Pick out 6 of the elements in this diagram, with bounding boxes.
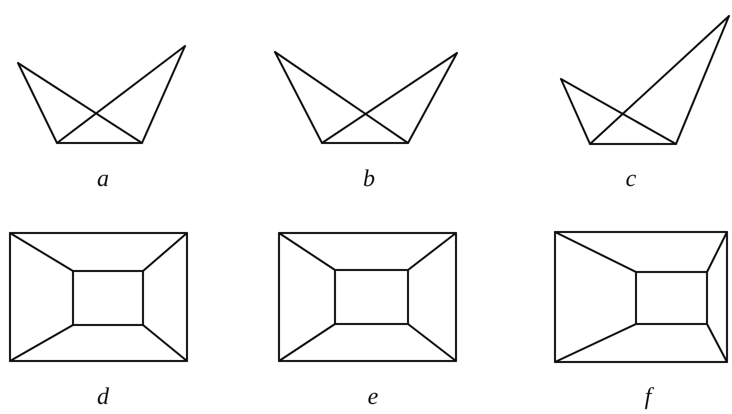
figure-letter: b [363,166,375,192]
figure-letter: d [97,384,109,410]
figure-letter: c [626,166,636,192]
figure-letter: a [97,166,109,192]
figure-letter: f [644,384,652,410]
figure-letter: e [368,384,378,410]
